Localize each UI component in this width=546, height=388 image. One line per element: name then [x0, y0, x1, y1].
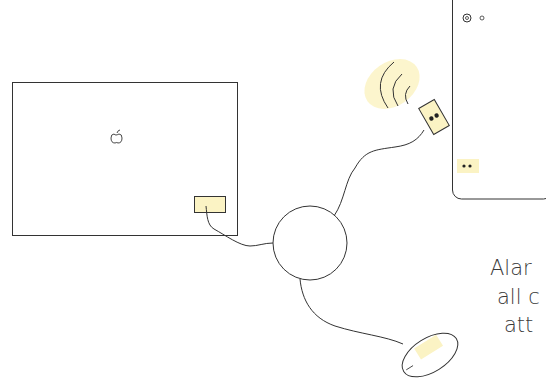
note-text: all c [497, 287, 540, 308]
mouse [395, 324, 466, 386]
receiver-dot [462, 164, 465, 167]
phone-receiver [457, 159, 479, 173]
signal-glow [355, 49, 429, 119]
phone-sensor [480, 16, 484, 20]
usb-port [195, 197, 226, 213]
cable [300, 279, 403, 344]
laptop-outline [13, 83, 238, 236]
cable [206, 206, 273, 246]
phone-camera [463, 14, 471, 22]
cable [334, 130, 424, 216]
wireless-signal [380, 62, 410, 108]
receiver-dot [468, 164, 471, 167]
note-text: att [504, 315, 533, 336]
apple-logo [111, 130, 122, 143]
phone-camera [466, 17, 469, 20]
phone-outline [453, 0, 546, 199]
usb-hub [273, 206, 347, 280]
note-text: Alar [490, 258, 532, 279]
wireless-dongle [419, 100, 450, 135]
